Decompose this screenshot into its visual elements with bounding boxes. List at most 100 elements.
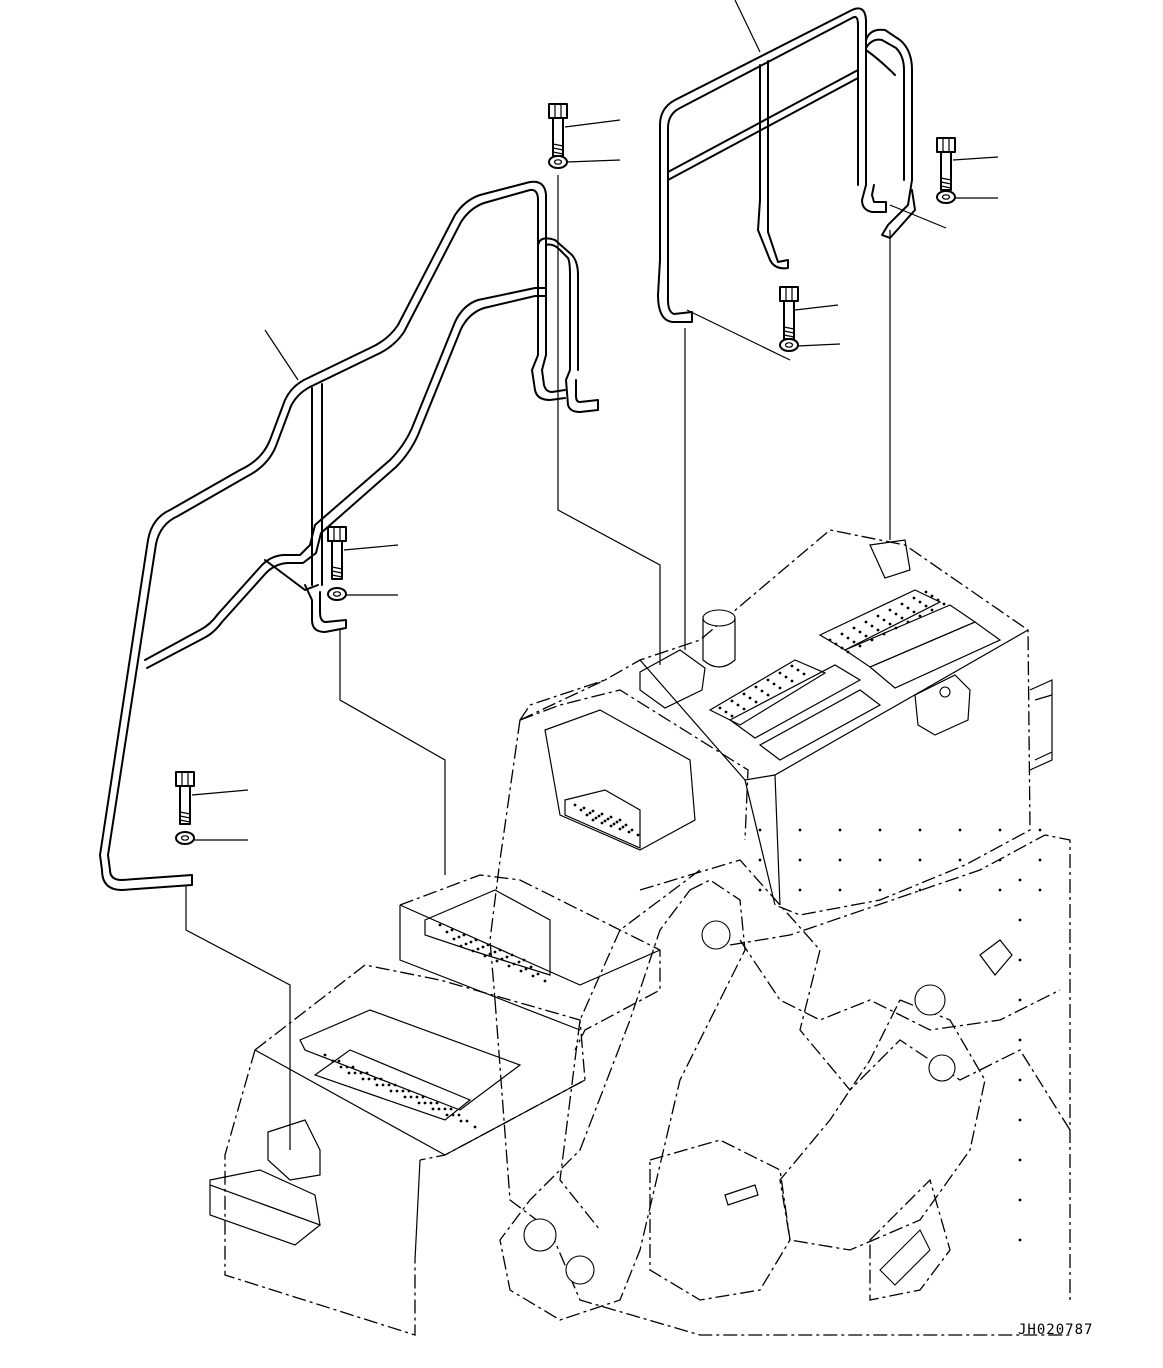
rivet xyxy=(471,949,475,953)
rivet xyxy=(888,608,892,612)
rivet xyxy=(449,1107,453,1111)
rivet xyxy=(621,825,625,829)
rivet xyxy=(618,818,622,822)
rivet xyxy=(493,950,497,954)
rivet xyxy=(457,935,461,939)
washer-icon xyxy=(175,831,195,845)
rivet xyxy=(1038,828,1042,832)
rivet xyxy=(361,1077,365,1081)
bolt-icon xyxy=(175,771,195,825)
washer-icon xyxy=(779,338,799,352)
rivet xyxy=(435,1101,439,1105)
rivet xyxy=(758,828,762,832)
rivet xyxy=(323,1053,327,1057)
rivet xyxy=(918,888,922,892)
rivet xyxy=(500,957,504,961)
rivet xyxy=(606,817,610,821)
rivet xyxy=(858,630,862,634)
rivet xyxy=(918,828,922,832)
rivet xyxy=(870,638,874,642)
bolt-icon xyxy=(327,526,347,580)
rivet xyxy=(718,706,722,710)
rivet xyxy=(828,638,832,642)
rivet xyxy=(754,700,758,704)
rivet xyxy=(852,640,856,644)
rivet xyxy=(838,858,842,862)
rivet xyxy=(894,626,898,630)
rivet xyxy=(543,979,547,983)
rivet xyxy=(636,833,640,837)
washer-icon xyxy=(327,587,347,601)
rivet xyxy=(498,948,502,952)
rivet xyxy=(591,809,595,813)
rivet xyxy=(373,1077,377,1081)
rivet xyxy=(798,828,802,832)
rivet xyxy=(337,1059,341,1063)
rivet xyxy=(1018,1198,1022,1202)
rivet xyxy=(431,1107,435,1111)
rivet xyxy=(864,620,868,624)
rivet xyxy=(852,626,856,630)
rivet xyxy=(840,632,844,636)
rivet xyxy=(536,972,540,976)
rivet xyxy=(512,962,516,966)
rivet xyxy=(1018,918,1022,922)
rivet xyxy=(465,1119,469,1123)
rivet xyxy=(474,938,478,942)
rivet xyxy=(1018,958,1022,962)
rivet xyxy=(579,808,583,812)
rivet xyxy=(483,954,487,958)
rivet xyxy=(387,1083,391,1087)
rivet xyxy=(486,943,490,947)
rivet xyxy=(878,858,882,862)
rivet xyxy=(742,707,746,711)
rivet xyxy=(531,974,535,978)
rivet xyxy=(758,888,762,892)
rivet xyxy=(379,1077,383,1081)
rivet xyxy=(1018,998,1022,1002)
rivet xyxy=(507,964,511,968)
rivet xyxy=(796,668,800,672)
bolt-icon xyxy=(779,286,799,340)
rivet xyxy=(450,928,454,932)
rivet xyxy=(1038,888,1042,892)
rivet xyxy=(359,1071,363,1075)
rivet xyxy=(353,1071,357,1075)
rivet xyxy=(912,610,916,614)
rivet xyxy=(481,945,485,949)
washer-icon xyxy=(936,190,956,204)
rivet xyxy=(476,947,480,951)
rivet xyxy=(519,969,523,973)
rivet xyxy=(802,672,806,676)
rivet-pattern xyxy=(323,590,1042,1242)
rivet xyxy=(573,803,577,807)
rivet xyxy=(529,965,533,969)
rivet xyxy=(798,888,802,892)
rivet xyxy=(748,696,752,700)
rivet xyxy=(630,828,634,832)
rivet xyxy=(918,858,922,862)
rivet xyxy=(958,828,962,832)
rivet xyxy=(894,612,898,616)
rivet xyxy=(393,1083,397,1087)
rivet xyxy=(1018,1038,1022,1042)
rivet xyxy=(778,671,782,675)
rivet xyxy=(331,1059,335,1063)
rivet xyxy=(730,714,734,718)
rivet xyxy=(858,644,862,648)
rivet xyxy=(464,942,468,946)
rivet xyxy=(339,1065,343,1069)
rivet xyxy=(609,815,613,819)
rivet xyxy=(624,823,628,827)
rivet xyxy=(864,634,868,638)
rivet xyxy=(998,858,1002,862)
rivet xyxy=(401,1089,405,1093)
rivet xyxy=(443,1107,447,1111)
rivet xyxy=(924,590,928,594)
rivet xyxy=(591,818,595,822)
leader-lines xyxy=(191,0,999,841)
rivet xyxy=(838,888,842,892)
rivet xyxy=(423,1101,427,1105)
rivet xyxy=(395,1089,399,1093)
rivet xyxy=(846,636,850,640)
